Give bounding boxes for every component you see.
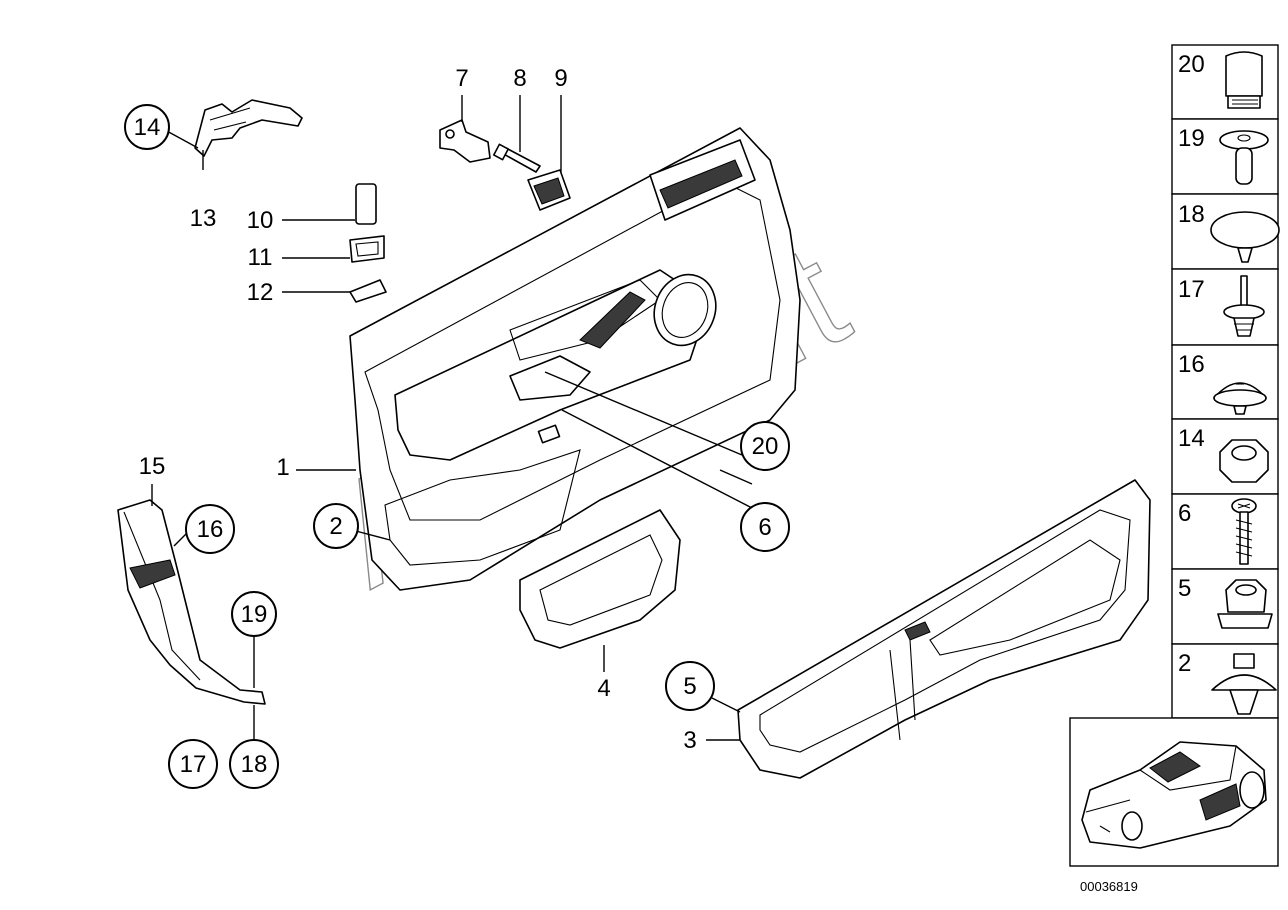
svg-text:14: 14 [1178,425,1205,452]
callout-3: 3 [683,727,696,754]
side-trim-part-15 [117,499,266,705]
svg-text:19: 19 [241,601,268,628]
svg-text:16: 16 [197,516,224,543]
svg-text:18: 18 [241,751,268,778]
legend-row-6: 6 [1171,493,1279,570]
callout-13: 13 [190,205,217,232]
callout-15: 15 [139,453,166,480]
callout-12: 12 [247,279,274,306]
expanding-rivet-icon [1219,130,1269,185]
callout-1: 1 [276,454,289,481]
legend-row-19: 19 [1171,118,1279,195]
legend-row-20: 20 [1171,44,1279,120]
callout-16: 16 [185,504,235,554]
legend-row-17: 17 [1171,268,1279,346]
clip-part-12 [349,279,387,303]
svg-text:6: 6 [758,514,771,541]
cap-icon [1225,51,1263,109]
door-pocket-part-4 [519,509,681,649]
legend-row-5: 5 [1171,568,1279,645]
svg-text:5: 5 [1178,575,1191,602]
callout-10: 10 [247,207,274,234]
pin-clip-icon [1223,275,1265,337]
clip-part-11 [349,235,385,263]
collar-nut-icon [1217,579,1273,629]
svg-text:17: 17 [1178,276,1205,303]
callout-18: 18 [229,739,279,789]
spreader-clip-icon [1211,653,1277,715]
callout-7: 7 [455,65,468,92]
dome-clip-icon [1210,211,1280,263]
callout-2: 2 [313,503,359,549]
bracket-part-13-14 [194,99,303,157]
svg-text:14: 14 [134,114,161,141]
diagram-reference-number: 00036819 [1080,879,1138,894]
switch-part-9 [527,169,571,211]
callout-8: 8 [513,65,526,92]
car-icon [1081,741,1267,849]
leader-lines [151,95,753,741]
svg-text:2: 2 [329,513,342,540]
callout-9: 9 [554,65,567,92]
screw-clip-icon [1213,382,1267,415]
bolt-part-8 [492,143,541,173]
callout-14: 14 [124,104,170,150]
svg-text:17: 17 [180,751,207,778]
callout-19: 19 [231,591,277,637]
screw-icon [1231,498,1257,565]
lower-trim-part-3 [737,479,1151,779]
callout-17: 17 [168,739,218,789]
legend-row-14: 14 [1171,418,1279,495]
svg-text:5: 5 [683,673,696,700]
fastener-legend: 20 19 18 [1171,44,1280,719]
clip-part-10 [355,183,377,225]
legend-row-16: 16 [1171,344,1279,420]
svg-text:2: 2 [1178,650,1191,677]
callout-6-main: 6 [740,502,790,552]
callout-11: 11 [248,244,273,271]
svg-text:16: 16 [1178,351,1205,378]
bracket-part-7 [439,119,491,163]
callout-20-main: 20 [740,421,790,471]
door-trim-panel-part-1 [349,127,801,591]
svg-text:20: 20 [1178,51,1205,78]
legend-row-2: 2 [1171,643,1279,719]
callout-5-main: 5 [665,661,715,711]
vehicle-locator-thumbnail [1069,717,1279,867]
svg-text:20: 20 [752,433,779,460]
hex-nut-icon [1219,439,1269,483]
svg-text:18: 18 [1178,201,1205,228]
legend-row-18: 18 [1171,193,1280,270]
callout-4: 4 [597,675,610,702]
svg-text:6: 6 [1178,500,1191,527]
svg-text:19: 19 [1178,125,1205,152]
